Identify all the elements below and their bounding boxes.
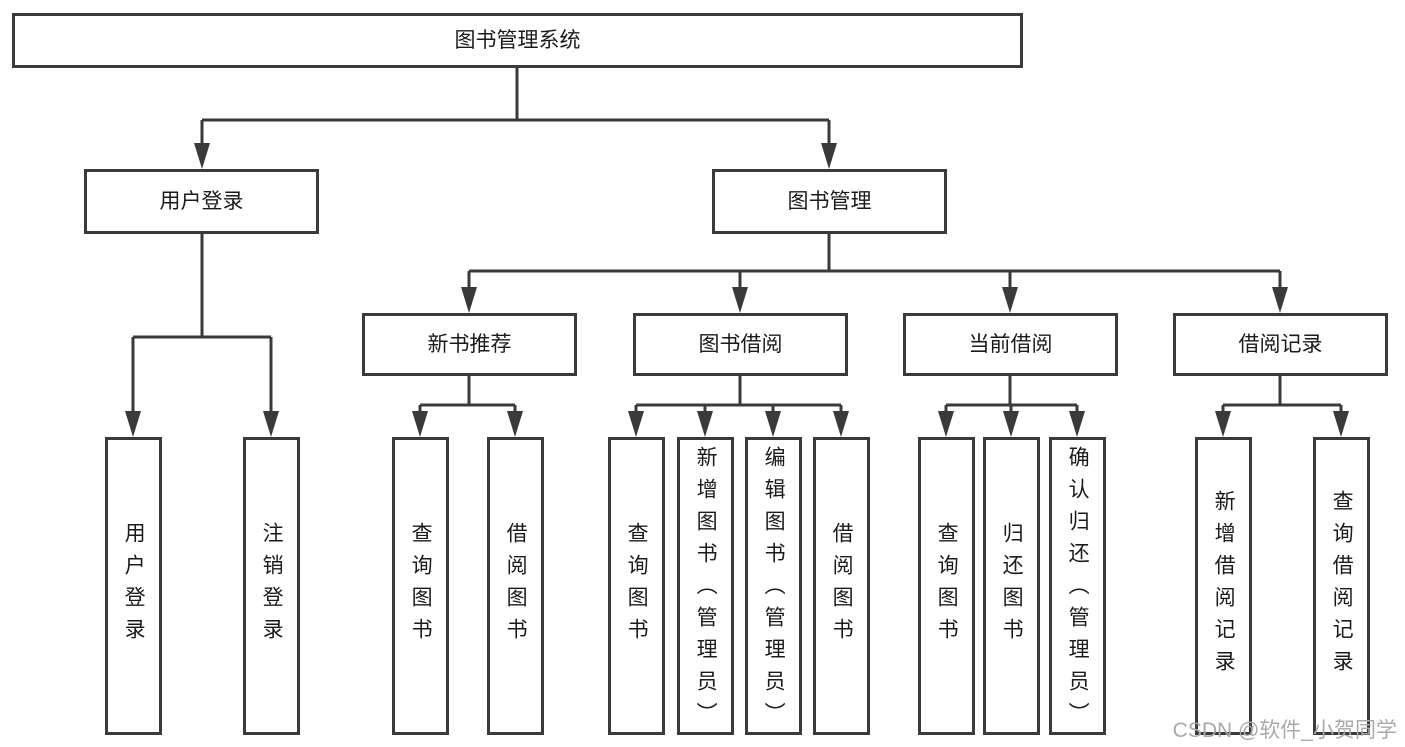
- csdn-watermark: CSDN @软件_小贺同学: [1172, 719, 1397, 742]
- node-user-login-module: 用户登录: [84, 169, 319, 234]
- node-add-books-admin: 新增图书（管理员）: [677, 437, 734, 735]
- connector-new-book-children: [412, 376, 523, 437]
- node-book-management-module: 图书管理: [712, 169, 947, 234]
- connector-book-borrow-children: [628, 376, 849, 437]
- node-confirm-return-admin: 确认归还（管理员）: [1049, 437, 1106, 735]
- node-book-borrow: 图书借阅: [633, 313, 848, 376]
- node-query-books-current: 查询图书: [918, 437, 975, 735]
- node-logout: 注销登录: [243, 437, 300, 735]
- connector-book-mgmt-to-level3: [461, 234, 1288, 313]
- node-query-books-borrow: 查询图书: [608, 437, 665, 735]
- node-add-borrow-record: 新增借阅记录: [1195, 437, 1252, 735]
- node-query-borrow-record: 查询借阅记录: [1313, 437, 1370, 735]
- node-borrow-books: 借阅图书: [813, 437, 870, 735]
- node-current-borrow: 当前借阅: [903, 313, 1118, 376]
- connector-current-borrow-children: [938, 376, 1085, 437]
- node-borrow-records: 借阅记录: [1173, 313, 1388, 376]
- node-root-system: 图书管理系统: [12, 13, 1023, 68]
- node-return-books: 归还图书: [983, 437, 1040, 735]
- node-borrow-books-recommend: 借阅图书: [487, 437, 544, 735]
- node-user-login: 用户登录: [105, 437, 162, 735]
- node-new-book-recommend: 新书推荐: [362, 313, 577, 376]
- node-edit-books-admin: 编辑图书（管理员）: [745, 437, 802, 735]
- connector-root-to-level2: [194, 68, 837, 169]
- connector-user-login-children: [125, 234, 279, 437]
- connector-borrow-records-children: [1215, 376, 1349, 437]
- node-query-books-recommend: 查询图书: [392, 437, 449, 735]
